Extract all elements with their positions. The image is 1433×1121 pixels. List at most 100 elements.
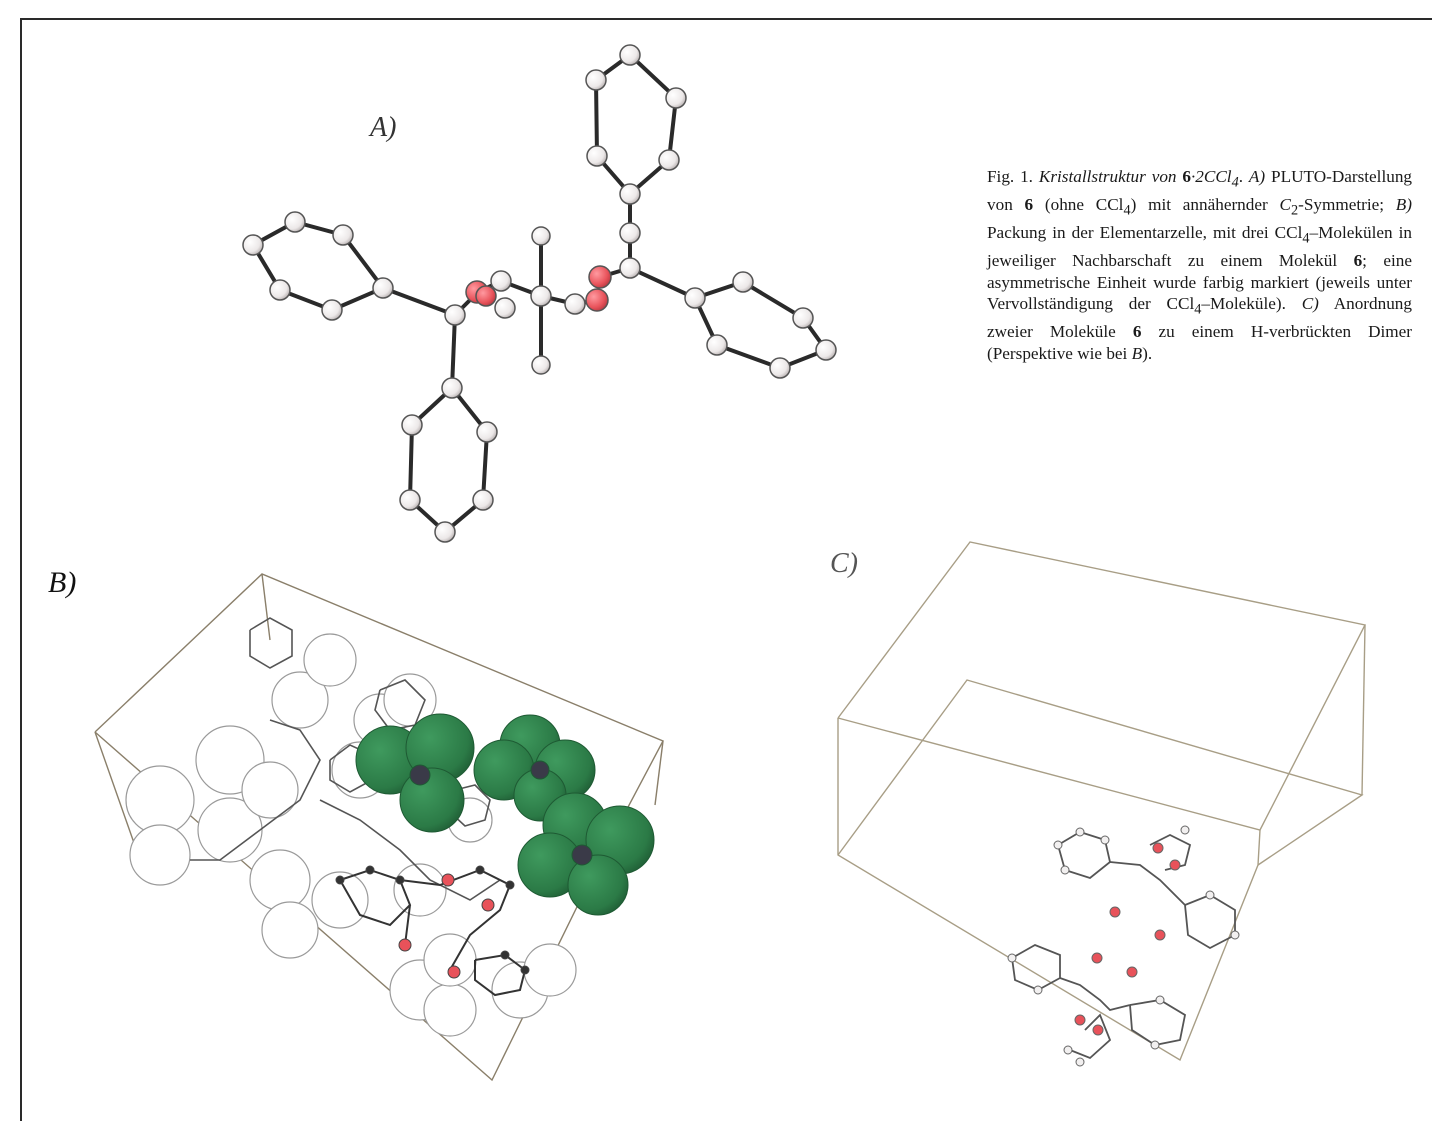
caption-compound-formula: ·2CCl — [1190, 167, 1232, 186]
caption-part-a-text-2: (ohne CCl — [1044, 195, 1124, 215]
atom-c — [441, 377, 463, 399]
dimer-atoms-c — [1007, 825, 1240, 1067]
atom-c — [619, 257, 641, 279]
caption-part-a-text-4: -Symmetrie; — [1298, 195, 1385, 215]
atom-c — [475, 865, 485, 875]
figure-caption: Fig. 1. Kristallstruktur von 6·2CCl4. A)… — [987, 166, 1412, 365]
sphere — [241, 761, 299, 819]
sphere — [423, 933, 477, 987]
caption-title: Kristallstruktur von — [1038, 167, 1177, 186]
atom-o — [1091, 952, 1103, 964]
atom-o — [441, 873, 455, 887]
caption-compound: 6 — [1182, 167, 1191, 186]
atom-c — [284, 211, 306, 233]
sphere — [261, 901, 319, 959]
atom-c — [531, 355, 551, 375]
phenyl-ring-top — [593, 53, 679, 197]
sphere — [271, 671, 329, 729]
atom-c — [1075, 827, 1085, 837]
atom-c — [665, 87, 687, 109]
caption-part-b-text-1: Packung in der Elementarzelle, mit drei … — [987, 223, 1303, 243]
caption-part-a-text-1: PLUTO-Darstellung von — [987, 167, 1413, 215]
caption-part-c-label: C) — [1301, 294, 1319, 314]
atom-c — [619, 44, 641, 66]
sphere — [393, 863, 447, 917]
frame-top-rule — [20, 18, 1432, 20]
atom-o — [1152, 842, 1164, 854]
chain — [1059, 977, 1131, 1011]
atoms-a — [242, 44, 837, 543]
caption-part-a-sym: C — [1279, 195, 1291, 215]
frame-left-rule — [20, 18, 22, 1121]
ring — [1069, 1013, 1112, 1060]
atom-c — [586, 145, 608, 167]
atom-c — [332, 224, 354, 246]
caption-part-a-sub: 4 — [1123, 202, 1131, 219]
panel-label-a: A) — [370, 112, 397, 143]
atom-o — [1109, 906, 1121, 918]
atom-c — [815, 339, 837, 361]
c-center — [530, 760, 550, 780]
caption-part-b-text-2: –Molekülen in jeweiliger Nachbarschaft z… — [987, 223, 1412, 271]
cell-edge — [837, 679, 1364, 866]
panel-label-c: C) — [830, 548, 858, 579]
caption-part-c-ref: B — [1131, 343, 1143, 363]
sphere — [197, 797, 263, 863]
atom-c — [684, 287, 706, 309]
atom-c — [732, 271, 754, 293]
bond — [629, 266, 696, 300]
cl-sphere — [567, 854, 629, 916]
caption-part-b-bold: 6 — [1353, 251, 1363, 271]
caption-part-b-label: B) — [1395, 195, 1413, 215]
atom-c — [531, 226, 551, 246]
atom-c — [619, 222, 641, 244]
packing-spheres-b — [125, 633, 577, 1037]
atom-c — [399, 489, 421, 511]
cell-edge — [94, 573, 664, 1082]
atom-o — [1092, 1024, 1104, 1036]
atom-c — [444, 304, 466, 326]
atom-c — [365, 865, 375, 875]
sphere — [125, 765, 195, 835]
caption-part-c-text-2: zu einem H-verbrückten Dimer (Perspektiv… — [987, 322, 1413, 363]
chain — [319, 799, 501, 901]
bond — [450, 314, 457, 389]
atom-c — [769, 357, 791, 379]
atom-o — [1169, 859, 1181, 871]
atom-o — [1074, 1014, 1086, 1026]
sphere — [523, 943, 577, 997]
atom-c — [1007, 953, 1017, 963]
atom-c — [706, 334, 728, 356]
atom-c — [1155, 995, 1165, 1005]
atom-c — [520, 965, 530, 975]
sphere — [129, 824, 191, 886]
cell-edge — [837, 718, 1261, 1062]
cell-edge — [654, 740, 664, 806]
unit-cell-c — [837, 541, 1367, 1062]
chain — [190, 719, 321, 861]
atom-c — [490, 270, 512, 292]
atom-c — [372, 277, 394, 299]
atom-c — [1053, 840, 1063, 850]
atom-o — [447, 965, 461, 979]
atom-c — [619, 183, 641, 205]
atom-c — [476, 421, 498, 443]
atom-c — [1060, 865, 1070, 875]
c-center — [571, 844, 593, 866]
atom-c — [494, 297, 516, 319]
cell-edge — [1361, 624, 1366, 796]
sphere — [249, 849, 311, 911]
sphere — [423, 983, 477, 1037]
c-center — [409, 764, 431, 786]
chain — [1109, 861, 1186, 906]
atom-o — [475, 285, 497, 307]
caption-fig-number: Fig. 1. — [987, 167, 1033, 186]
atom-c — [395, 875, 405, 885]
atom-c — [505, 880, 515, 890]
atom-c — [269, 279, 291, 301]
atom-c — [1150, 1040, 1160, 1050]
cell-edge — [94, 731, 141, 861]
cell-edge — [837, 541, 1367, 831]
caption-part-a-text-3: ) mit annähernder — [1130, 195, 1268, 215]
atom-c — [335, 875, 345, 885]
